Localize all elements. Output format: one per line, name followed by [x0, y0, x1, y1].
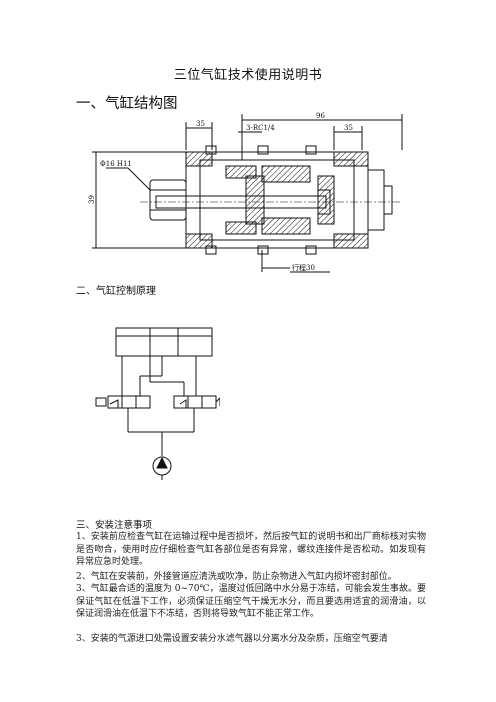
cylinder-structure-drawing: 35 96 35 3-RC1/4 Φ16 H11 39 行程30 — [88, 112, 403, 273]
section-heading-structure: 一、气缸结构图 — [76, 96, 178, 112]
rod-diameter-label: Φ16 H11 — [100, 160, 132, 168]
paragraph-1: 1、安装前应检查气缸在运输过程中是否损坏，然后按气缸的说明书和出厂商标核对实物是… — [76, 532, 426, 568]
dim-35-left: 35 — [196, 120, 205, 128]
paragraph-3: 3、气缸最合适的温度为 0~70℃，温度过低回路中水分易于冻结，可能会发生事故。… — [76, 584, 426, 620]
section-heading-control: 二、气缸控制原理 — [76, 286, 156, 297]
dim-35-right: 35 — [344, 124, 353, 132]
section-heading-installation: 三、安装注意事项 — [76, 520, 153, 531]
height-label: 39 — [88, 195, 96, 204]
dim-96: 96 — [316, 112, 325, 120]
port-label: 3-RC1/4 — [246, 124, 275, 132]
paragraph-2: 2、气缸在安装前，外接管道应清洗或吹净，防止杂物进入气缸内损坏密封部位。 — [76, 572, 397, 582]
stroke-label: 行程30 — [292, 263, 315, 272]
document-title: 三位气缸技术使用说明书 — [173, 68, 323, 83]
paragraph-4: 3、安装的气源进口处需设置安装分水滤气器以分离水分及杂质，压缩空气要清 — [76, 634, 388, 644]
pneumatic-control-diagram — [95, 327, 220, 480]
